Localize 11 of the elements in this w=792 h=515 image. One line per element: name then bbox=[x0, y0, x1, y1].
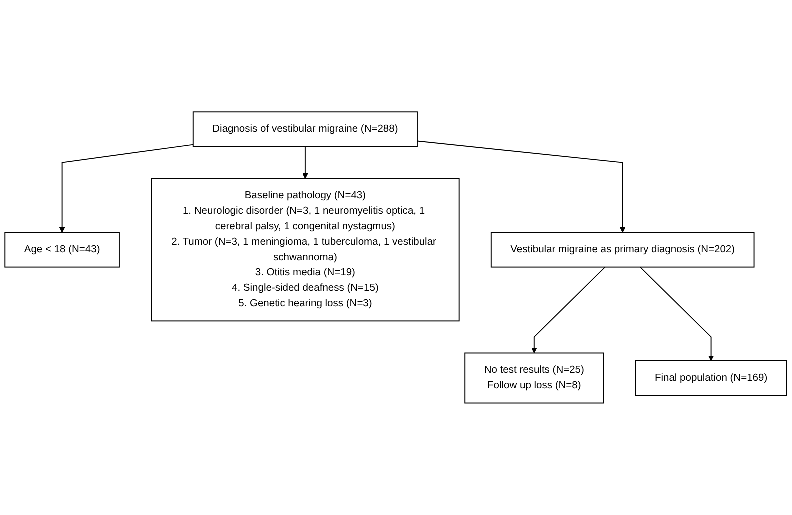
arrow bbox=[417, 140, 626, 233]
node-box: Age < 18 (N=43) bbox=[4, 232, 120, 268]
arrow bbox=[640, 266, 714, 361]
arrow bbox=[60, 144, 194, 233]
node-box: Diagnosis of vestibular migraine (N=288) bbox=[192, 111, 418, 148]
arrow bbox=[302, 146, 308, 179]
node-box: No test results (N=25) Follow up loss (N=8) bbox=[464, 352, 604, 404]
node-box: Final population (N=169) bbox=[635, 360, 788, 396]
node-box: Baseline pathology (N=43) 1. Neurologic disorder (N=3, 1 neuromyelitis optica, 1 cerebral palsy, 1 congenital nystagmus) 2. Tumor (N=3, 1 meningioma, 1 tuberculoma, 1 vestibular schwannoma) 3. Otitis media (N=19) 4. Single-sided deafness (N=15) 5. Genetic hearing loss (N=3) bbox=[151, 178, 460, 322]
arrow bbox=[532, 266, 606, 354]
node-box: Vestibular migraine as primary diagnosis (N=202) bbox=[490, 232, 755, 268]
